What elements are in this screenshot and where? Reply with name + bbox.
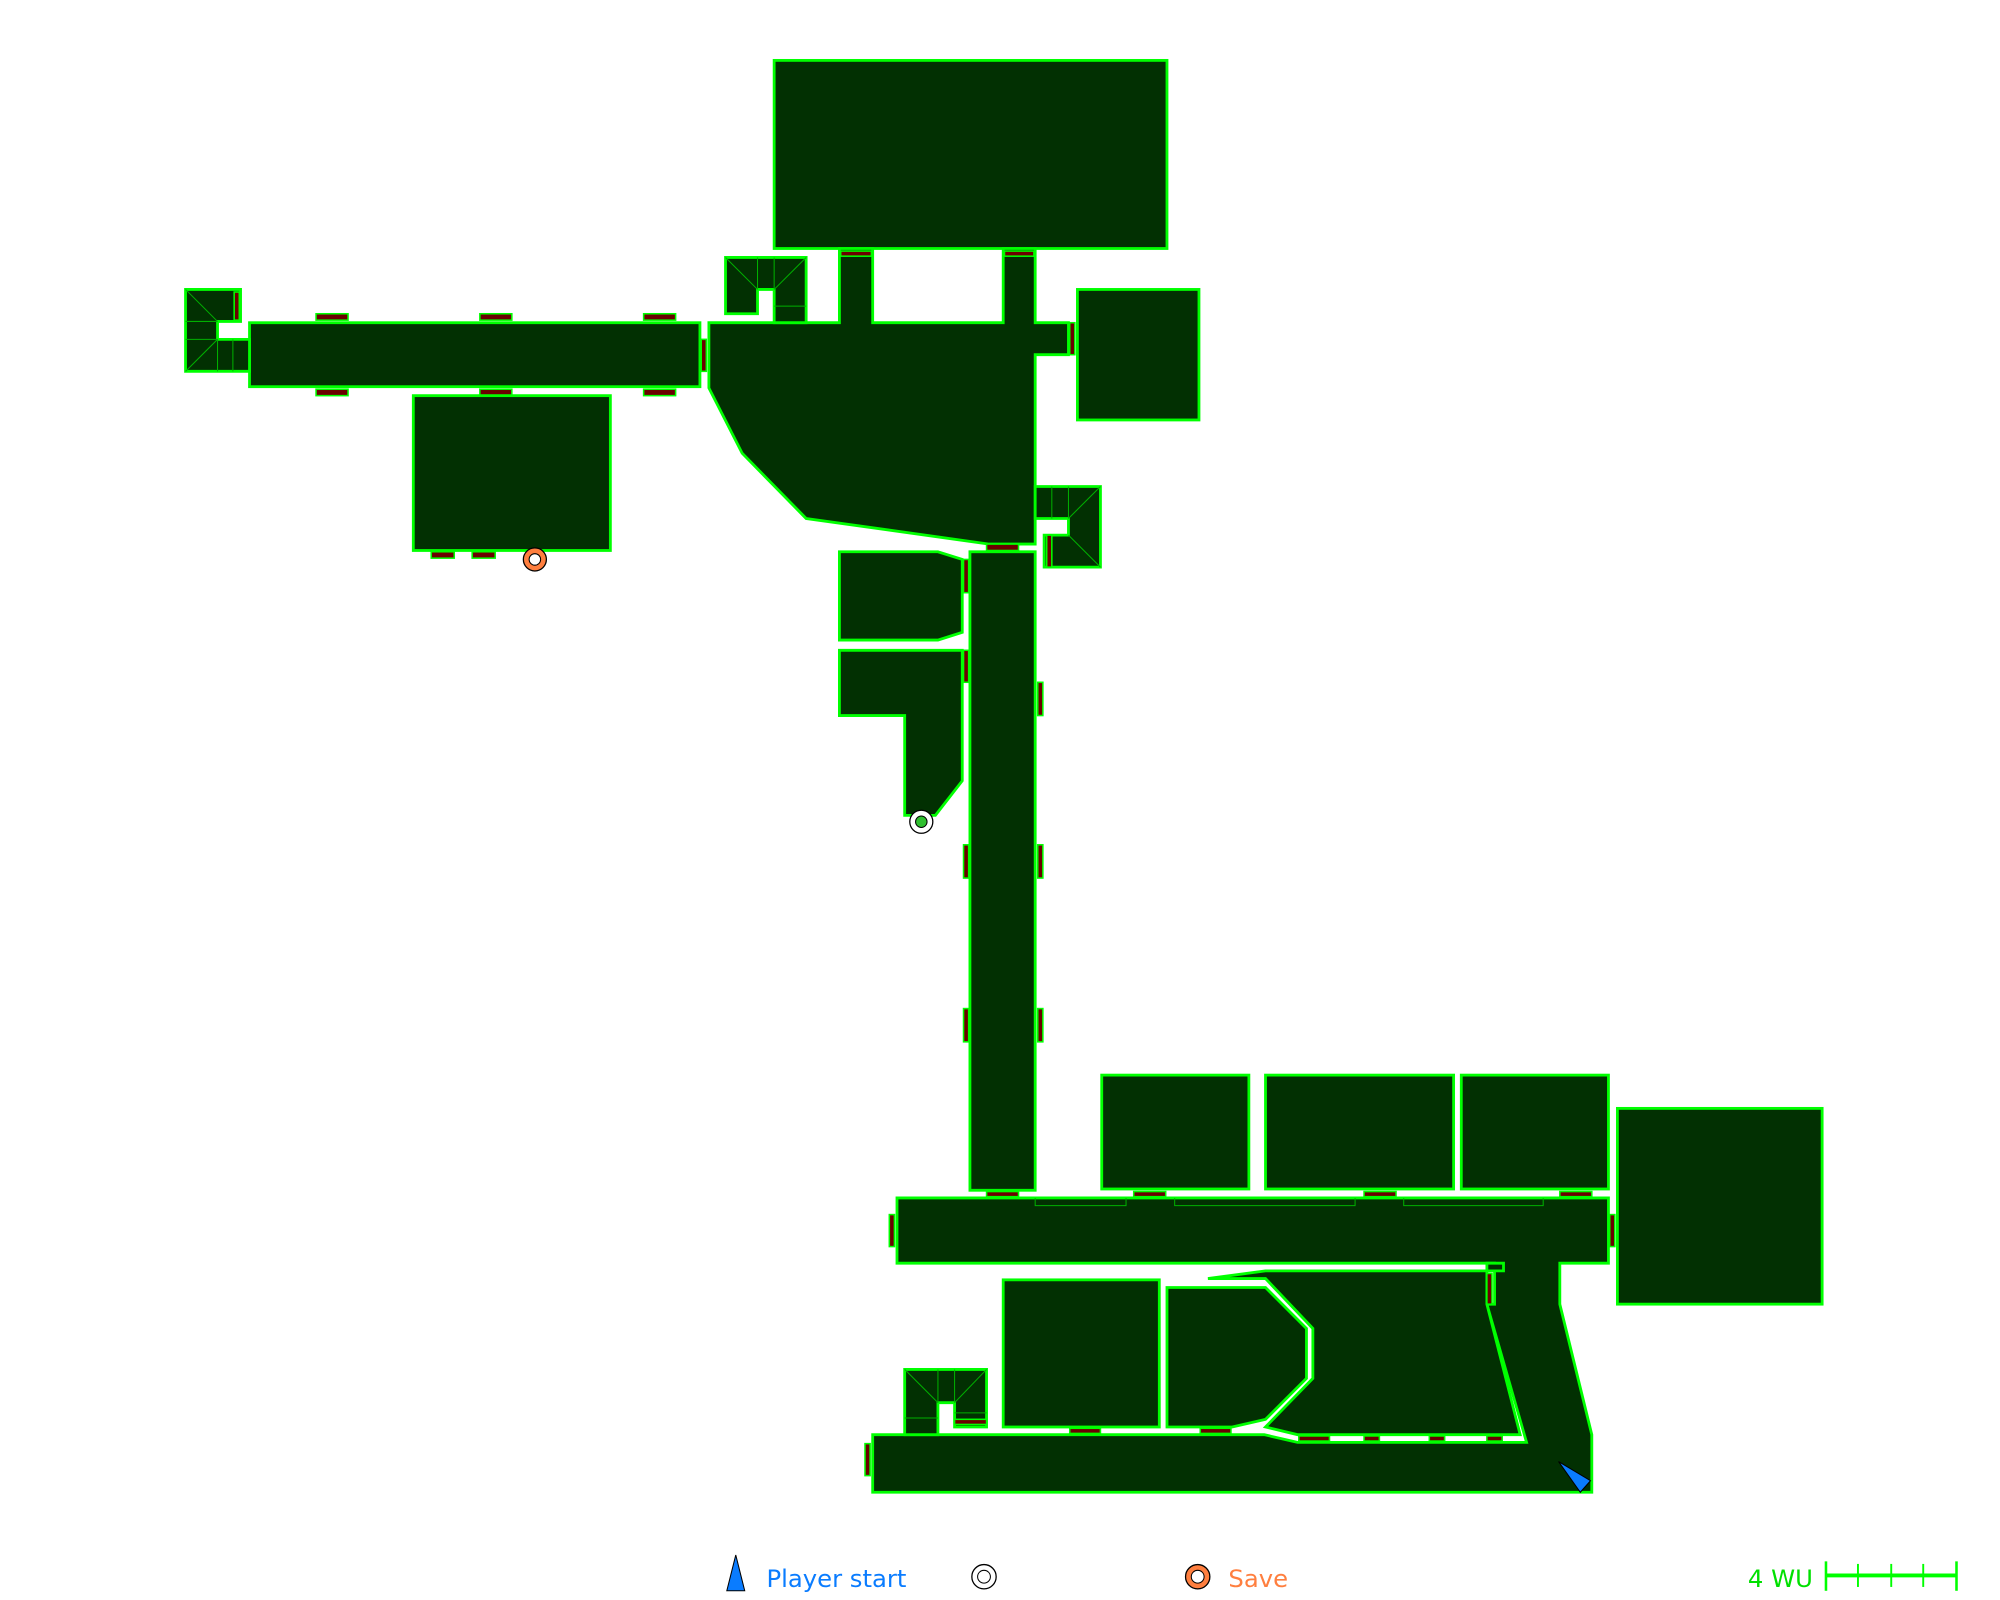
door[interactable] — [1363, 1190, 1397, 1198]
room-inner-south — [1207, 1261, 1522, 1437]
door[interactable] — [1559, 1190, 1593, 1198]
room-west — [411, 394, 612, 552]
door[interactable] — [962, 844, 970, 879]
staircase — [1033, 485, 1102, 569]
door[interactable] — [1036, 681, 1044, 717]
legend-player-start: Player start — [766, 1564, 906, 1593]
door[interactable] — [962, 1007, 970, 1043]
save-point-marker[interactable] — [522, 547, 548, 572]
door[interactable] — [430, 550, 456, 559]
door[interactable] — [1428, 1435, 1446, 1442]
door[interactable] — [953, 1418, 988, 1426]
door[interactable] — [888, 1213, 896, 1248]
player-start-legend-icon — [726, 1554, 746, 1592]
door[interactable] — [315, 312, 349, 321]
room-southeast — [1615, 1106, 1824, 1306]
door[interactable] — [1003, 250, 1035, 257]
door[interactable] — [1036, 1007, 1044, 1043]
room-south-5 — [1165, 1286, 1308, 1429]
door[interactable] — [985, 1190, 1020, 1198]
door[interactable] — [642, 312, 677, 321]
door[interactable] — [1486, 1272, 1493, 1305]
legend-save: Save — [1228, 1564, 1288, 1593]
wall-trim — [1034, 1197, 1544, 1207]
door[interactable] — [1045, 534, 1053, 568]
room-south-1 — [1100, 1073, 1251, 1191]
door[interactable] — [315, 388, 349, 397]
scale-label: 4 WU — [1748, 1564, 1813, 1593]
door[interactable] — [1132, 1190, 1167, 1198]
save-legend-icon — [1184, 1563, 1211, 1590]
room-top-large — [772, 58, 1169, 250]
door[interactable] — [700, 338, 708, 373]
scale-bar — [1824, 1561, 1958, 1591]
stair-lines — [904, 1369, 987, 1419]
door[interactable] — [864, 1442, 871, 1477]
door[interactable] — [1486, 1435, 1504, 1442]
stair-lines — [185, 289, 234, 372]
door[interactable] — [471, 550, 496, 559]
door[interactable] — [1068, 321, 1076, 356]
main-hall — [707, 247, 1070, 546]
door[interactable] — [1363, 1435, 1381, 1442]
room-south-2 — [1264, 1073, 1456, 1191]
door[interactable] — [839, 250, 873, 257]
door[interactable] — [642, 388, 677, 397]
central-corridor — [968, 550, 1037, 1192]
door[interactable] — [233, 291, 241, 321]
door[interactable] — [962, 558, 970, 594]
room-south-4 — [1001, 1278, 1161, 1429]
stair-lines — [725, 257, 807, 307]
door[interactable] — [962, 649, 970, 684]
room-east — [1076, 288, 1201, 422]
west-corridor — [248, 321, 702, 389]
stair-lines — [1051, 486, 1101, 568]
player-start-marker[interactable] — [1558, 1461, 1592, 1494]
checkpoint-marker[interactable] — [909, 809, 934, 834]
room-south-3 — [1459, 1073, 1610, 1191]
door[interactable] — [1608, 1213, 1616, 1248]
checkpoint-legend-icon — [971, 1563, 997, 1590]
room-l-shaped — [838, 648, 964, 817]
door[interactable] — [1298, 1435, 1331, 1442]
door[interactable] — [1036, 844, 1044, 879]
door[interactable] — [479, 312, 513, 321]
door[interactable] — [985, 543, 1020, 552]
staircase — [724, 256, 808, 325]
door[interactable] — [1199, 1427, 1232, 1435]
door[interactable] — [1068, 1427, 1102, 1435]
room-side — [838, 550, 964, 642]
